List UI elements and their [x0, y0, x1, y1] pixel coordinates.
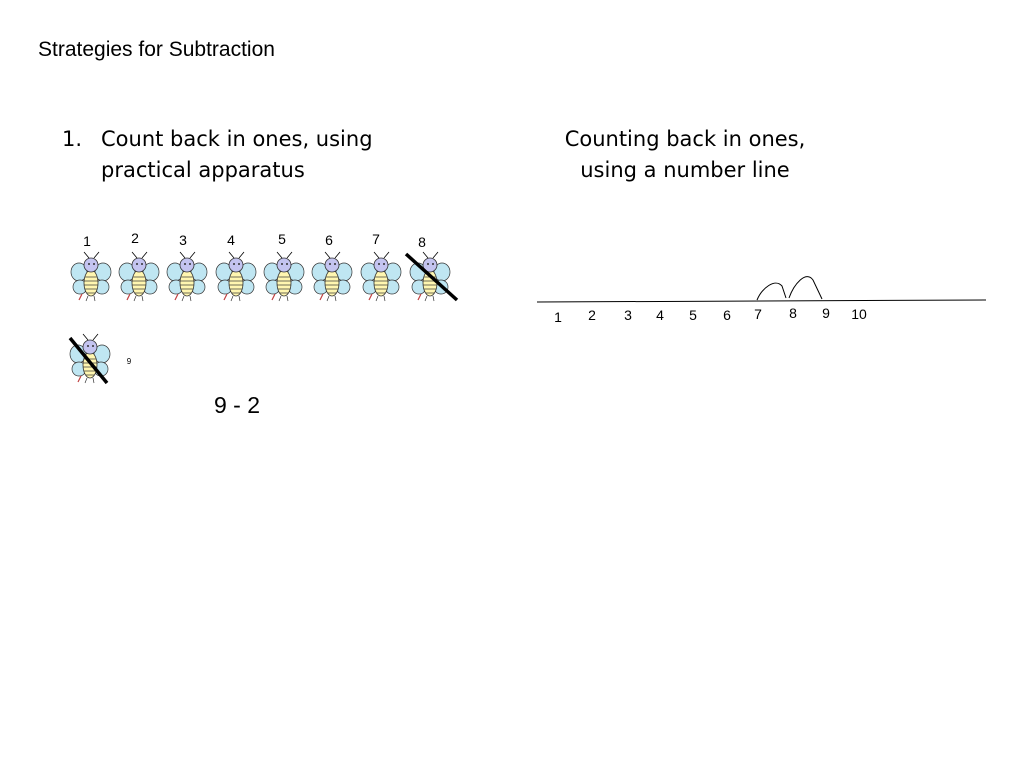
bee-label: 1 [83, 233, 91, 249]
bee-label: 5 [278, 231, 286, 247]
bee-label: 4 [227, 232, 235, 248]
bee-icon [360, 251, 402, 302]
ninth-bee-label: 9 [126, 357, 132, 366]
number-line-label: 10 [851, 306, 867, 322]
slide-title: Strategies for Subtraction [38, 38, 275, 61]
bee-label: 8 [418, 234, 426, 250]
number-line-label: 1 [554, 309, 562, 325]
bee-label: 2 [131, 230, 139, 246]
hop-arc [756, 282, 787, 301]
cross-out-mark [404, 252, 459, 302]
bee-icon [69, 333, 111, 384]
hop-arc [788, 276, 823, 300]
number-line-heading-line-1: Counting back in ones, [564, 127, 806, 151]
number-line-label: 9 [822, 305, 830, 321]
bee-icon [215, 251, 257, 302]
bee-icon [311, 251, 353, 302]
point-number: 1. [62, 127, 83, 151]
number-line-label: 5 [689, 307, 697, 323]
bee-icon [166, 251, 208, 302]
cross-out-mark [68, 336, 109, 385]
subtraction-expression: 9 - 2 [214, 392, 261, 418]
point-line-2: practical apparatus [101, 158, 305, 182]
bee-icon [118, 251, 160, 302]
number-line-label: 7 [754, 306, 762, 322]
bee-icon [263, 251, 305, 302]
bee-label: 7 [372, 231, 380, 247]
number-line-heading-line-2: using a number line [580, 158, 790, 182]
bee-icon [70, 251, 112, 302]
number-line-label: 8 [789, 305, 797, 321]
number-line-label: 6 [723, 307, 731, 323]
number-line-label: 3 [624, 307, 632, 323]
point-line-1: Count back in ones, using [101, 127, 373, 151]
number-line-label: 2 [588, 307, 596, 323]
bee-label: 6 [325, 232, 333, 248]
point-text: Count back in ones, using practical appa… [101, 124, 431, 186]
number-line-label: 4 [656, 307, 664, 323]
number-line [536, 299, 987, 303]
bee-label: 3 [179, 232, 187, 248]
number-line-heading: Counting back in ones, using a number li… [540, 124, 830, 186]
